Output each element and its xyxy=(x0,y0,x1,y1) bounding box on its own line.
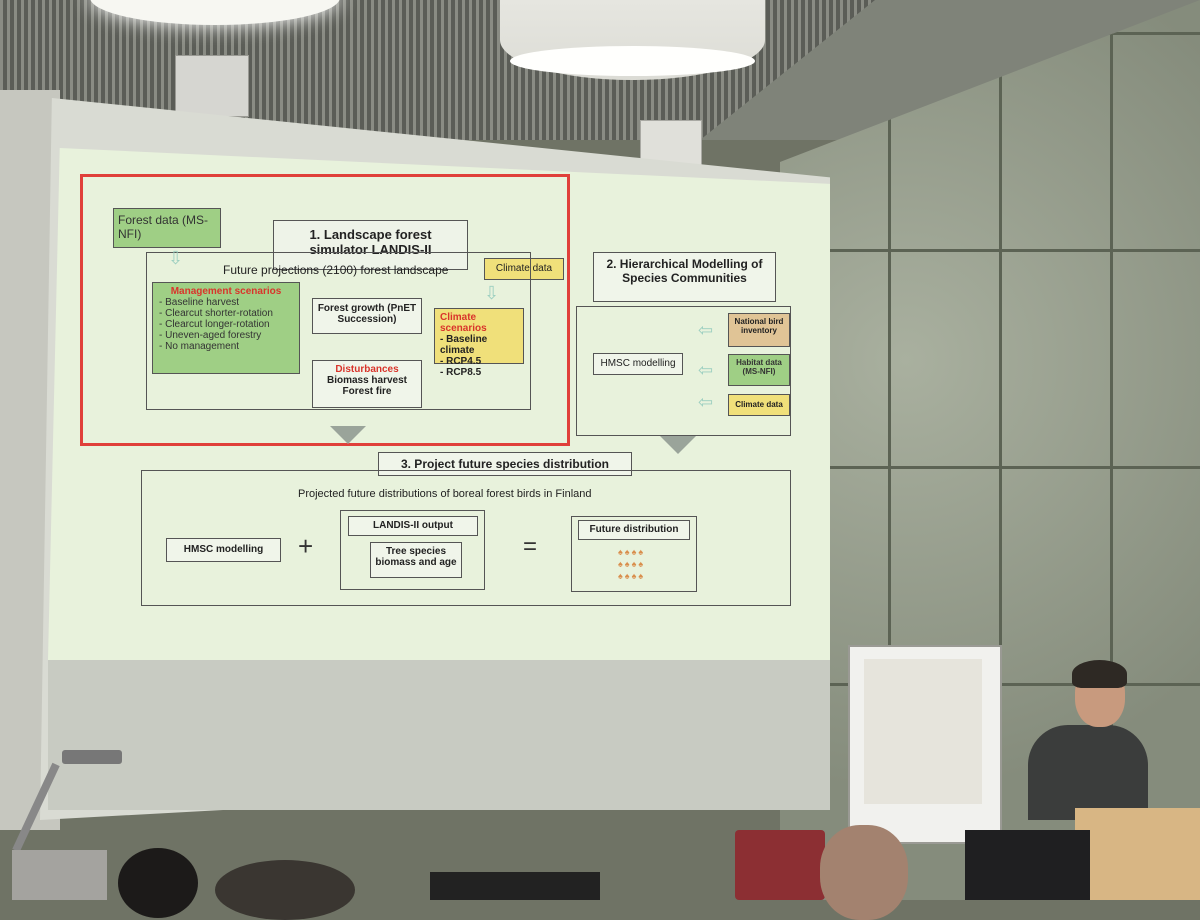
down-arrow-icon: ⇩ xyxy=(168,248,184,268)
management-scenarios-box: Management scenarios - Baseline harvest … xyxy=(152,282,300,374)
speaker-hair xyxy=(1072,660,1127,688)
climate-item: - RCP4.5 xyxy=(440,356,482,367)
wall-speaker xyxy=(175,55,249,117)
flipchart xyxy=(848,645,1002,844)
tree-species-box: Tree species biomass and age xyxy=(370,542,462,578)
audience-head-2 xyxy=(215,860,355,920)
section2-box xyxy=(576,306,791,436)
landis-output-box xyxy=(340,510,485,590)
climate-item: - Baseline climate xyxy=(440,334,488,356)
future-distribution-box xyxy=(571,516,697,592)
landis-output-label: LANDIS-II output xyxy=(348,516,478,536)
section1-title: 1. Landscape forest simulator LANDIS-II xyxy=(273,220,468,270)
disturbance-item: Biomass harvest xyxy=(326,375,408,386)
speaker-body xyxy=(1028,725,1148,820)
management-title: Management scenarios xyxy=(170,286,282,297)
future-projections-box xyxy=(146,252,531,410)
monitor xyxy=(965,830,1090,900)
management-item: - Uneven-aged forestry xyxy=(159,330,262,341)
left-arrow-icon-3: ⇦ xyxy=(698,392,714,412)
left-arrow-icon-2: ⇦ xyxy=(698,360,714,380)
audience-head-1 xyxy=(118,848,198,918)
climate-data-box-2: Climate data xyxy=(728,394,790,416)
left-arrow-icon: ⇦ xyxy=(698,320,714,340)
forest-growth-box: Forest growth (PnET Succession) xyxy=(312,298,422,334)
national-bird-box: National bird inventory xyxy=(728,313,790,347)
section3-title: 3. Project future species distribution xyxy=(378,452,632,476)
climate-data-box: Climate data xyxy=(484,258,564,280)
section1-red-frame xyxy=(80,174,570,446)
audience-head-3 xyxy=(820,825,908,920)
down-triangle-icon-2 xyxy=(660,436,696,454)
section2-title: 2. Hierarchical Modelling of Species Com… xyxy=(593,252,776,302)
disturbance-item: Forest fire xyxy=(342,386,392,397)
equals-sign: = xyxy=(523,533,538,560)
climate-scenarios-box: Climate scenarios - Baseline climate - R… xyxy=(434,308,524,378)
management-item: - No management xyxy=(159,341,240,352)
future-distribution-label: Future distribution xyxy=(578,520,690,540)
management-item: - Clearcut shorter-rotation xyxy=(159,308,273,319)
projection-screen-lower xyxy=(48,660,830,810)
habitat-data-box: Habitat data (MS-NFI) xyxy=(728,354,790,386)
plus-sign: + xyxy=(298,531,314,561)
document-camera xyxy=(12,750,122,900)
bird-maps-image: ♠♠♠♠♠♠♠♠♠♠♠♠ xyxy=(618,547,646,581)
down-arrow-icon-2: ⇩ xyxy=(484,283,500,303)
management-item: - Clearcut longer-rotation xyxy=(159,319,270,330)
forest-data-box: Forest data (MS-NFI) xyxy=(113,208,221,248)
hmsc-modelling-box-2: HMSC modelling xyxy=(166,538,281,562)
climate-scenarios-title: Climate scenarios xyxy=(440,312,487,334)
chair xyxy=(735,830,825,900)
disturbances-box: Disturbances Biomass harvest Forest fire xyxy=(312,360,422,408)
projected-title: Projected future distributions of boreal… xyxy=(298,488,592,500)
podium xyxy=(1075,808,1200,900)
disturbances-title: Disturbances xyxy=(335,364,399,375)
management-item: - Baseline harvest xyxy=(159,297,240,308)
ceiling-lamp-center xyxy=(500,0,765,80)
down-triangle-icon xyxy=(330,426,366,444)
projected-slide: Forest data (MS-NFI) 1. Landscape forest… xyxy=(48,148,830,660)
section3-box xyxy=(141,470,791,606)
future-projections-label: Future projections (2100) forest landsca… xyxy=(223,263,449,277)
laptop xyxy=(430,872,600,900)
climate-item: - RCP8.5 xyxy=(440,367,482,378)
hmsc-modelling-box: HMSC modelling xyxy=(593,353,683,375)
